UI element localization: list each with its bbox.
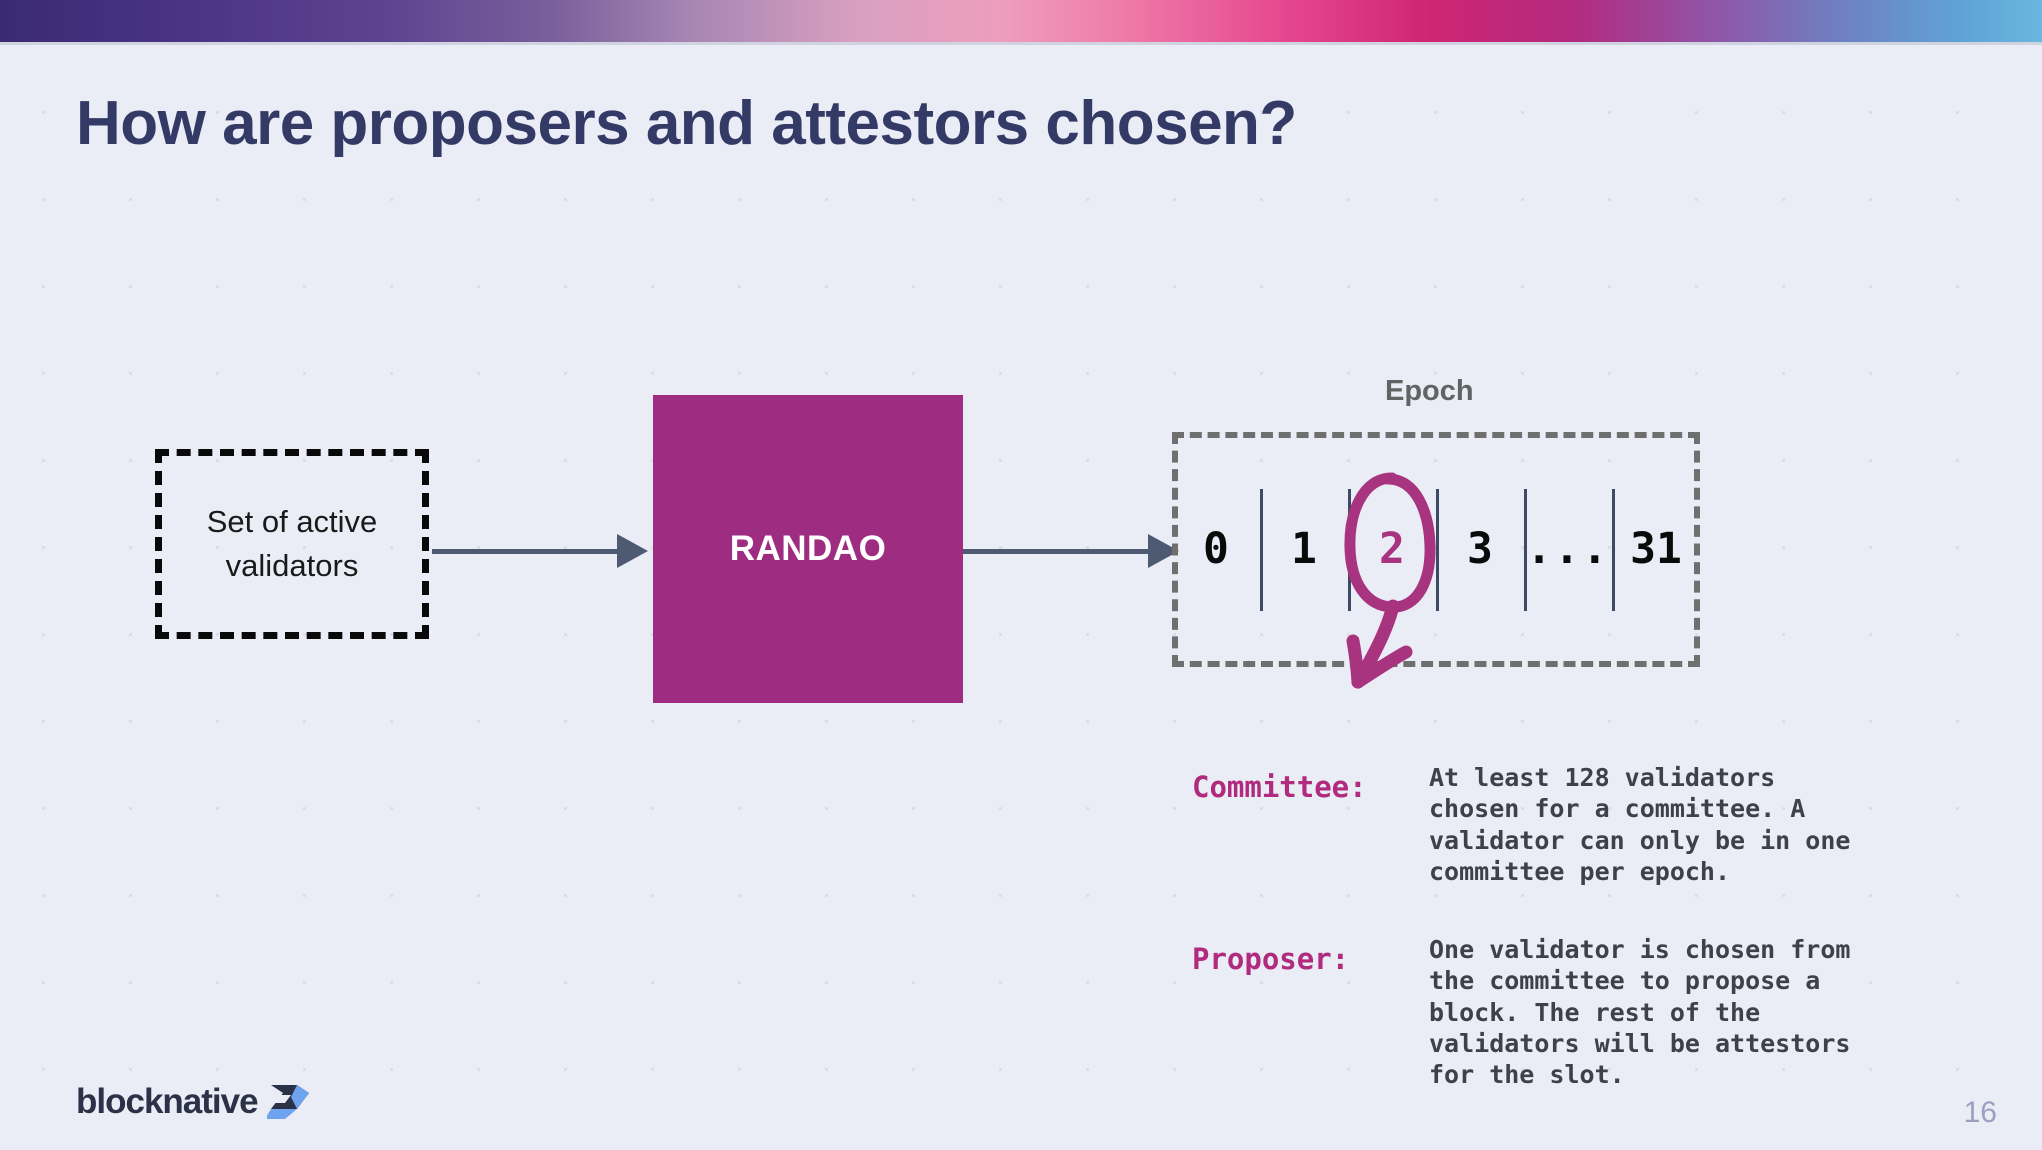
epoch-label: Epoch	[1385, 375, 1474, 407]
active-validators-label: Set of active validators	[206, 503, 378, 583]
epoch-slot: 3	[1436, 432, 1524, 667]
randao-box: RANDAO	[653, 395, 963, 703]
logo-wordmark: blocknative	[76, 1082, 259, 1121]
slot-number: ...	[1526, 524, 1610, 574]
definition-term: Committee:	[1192, 770, 1367, 804]
epoch-slot-highlighted: 2	[1348, 432, 1436, 667]
connector-arrow-2-line	[963, 549, 1163, 554]
page-title: How are proposers and attestors chosen?	[76, 89, 1297, 158]
definition-term: Proposer:	[1192, 942, 1350, 976]
header-bar-shadow	[0, 42, 2042, 45]
page-number: 16	[1963, 1096, 1997, 1129]
definition-body: At least 128 validators chosen for a com…	[1429, 763, 1851, 886]
blocknative-logo: blocknative	[76, 1082, 309, 1122]
slot-number: 3	[1467, 524, 1493, 574]
connector-arrow-1-head	[617, 534, 648, 568]
blocknative-mark-icon	[266, 1085, 309, 1119]
slot-number: 31	[1630, 524, 1682, 574]
epoch-slots: 0 1 2 3 ... 31	[1172, 432, 1700, 667]
slot-number: 2	[1379, 524, 1405, 574]
slot-number: 0	[1203, 524, 1229, 574]
epoch-slot-ellipsis: ...	[1524, 432, 1612, 667]
active-validators-box: Set of active validators	[155, 449, 429, 639]
epoch-slot: 1	[1260, 432, 1348, 667]
definition-body: One validator is chosen from the committ…	[1429, 935, 1851, 1089]
randao-label: RANDAO	[729, 529, 887, 568]
epoch-slot: 0	[1172, 432, 1260, 667]
epoch-slot: 31	[1612, 432, 1700, 667]
connector-arrow-1-line	[432, 549, 632, 554]
header-gradient-bar	[0, 0, 2042, 42]
slot-number: 1	[1291, 524, 1317, 574]
